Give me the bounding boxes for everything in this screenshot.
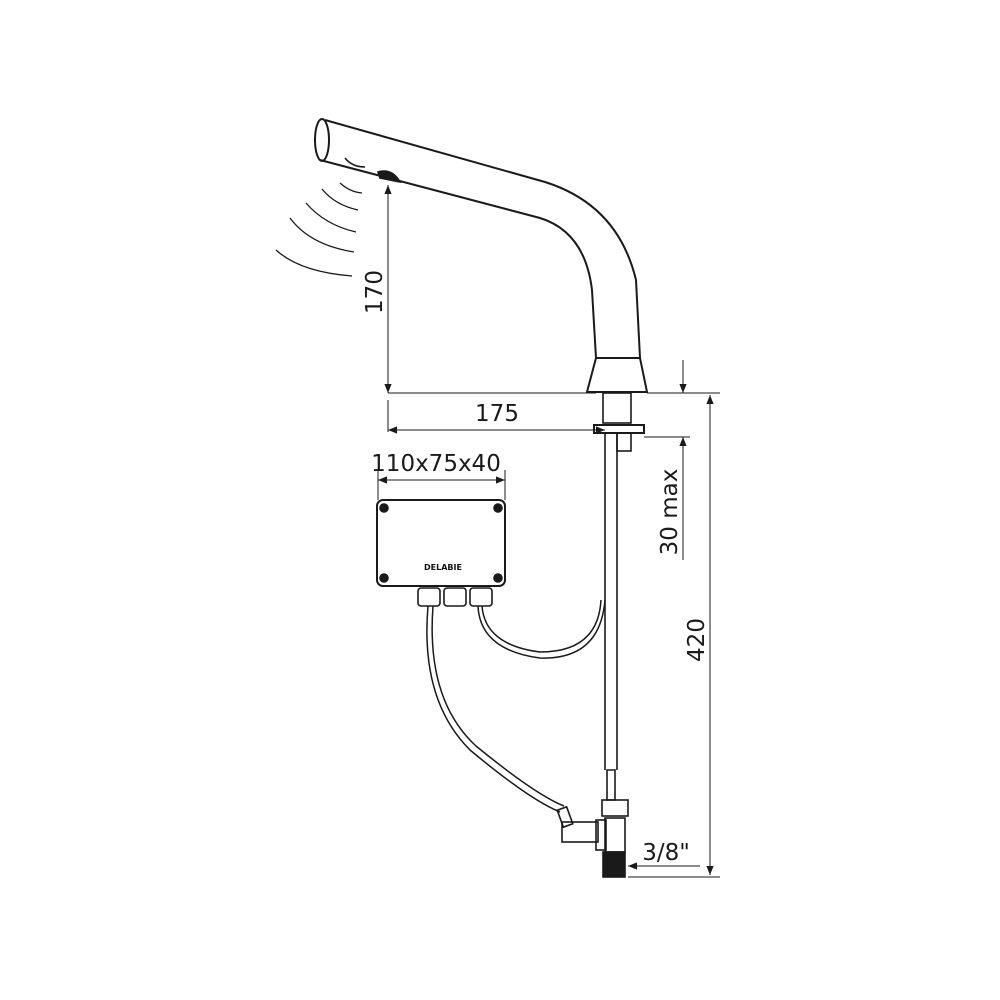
dimension-3-8: 3/8" [642,840,690,866]
control-box: DELABIE [376,499,506,607]
mounting-stem [556,392,645,878]
dimension-30-max: 30 max [657,469,683,556]
dimension-175: 175 [475,401,519,427]
dimension-170: 170 [362,270,388,314]
dimension-420: 420 [684,618,710,662]
sensor-waves-icon [275,182,363,277]
dimension-box: 110x75x40 [371,451,501,477]
spout [314,118,649,393]
cables [426,599,606,813]
dimension-lines [377,185,720,878]
brand-logo: DELABIE [424,563,462,572]
